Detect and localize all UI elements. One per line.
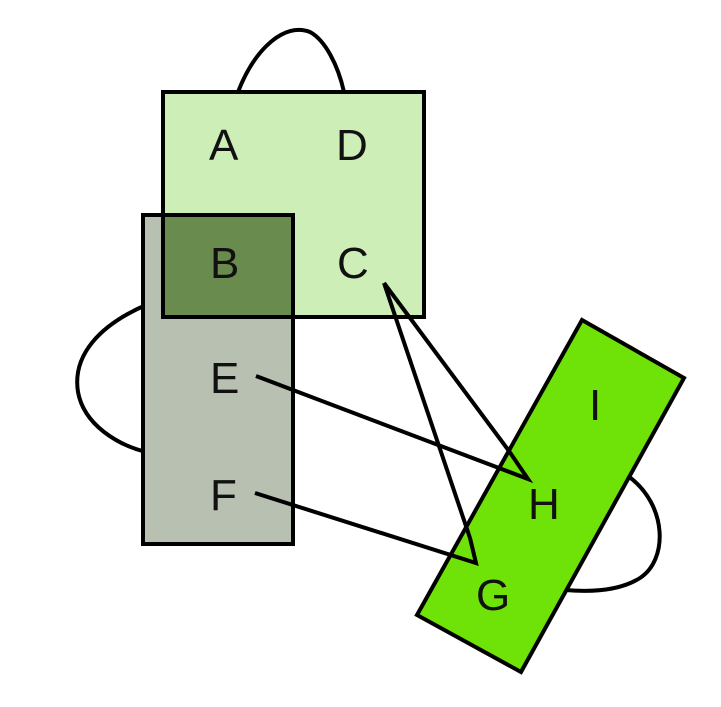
node-label-I: I xyxy=(589,381,601,430)
node-label-E: E xyxy=(210,354,239,403)
node-label-C: C xyxy=(337,239,369,288)
edge-E-H xyxy=(255,374,534,484)
edge-F-G xyxy=(254,491,479,566)
node-label-B: B xyxy=(210,239,239,288)
node-label-A: A xyxy=(209,121,239,170)
edge-C-H xyxy=(382,281,511,453)
node-label-F: F xyxy=(210,471,237,520)
group-right-box xyxy=(414,317,687,675)
node-label-H: H xyxy=(528,480,560,529)
loop-left xyxy=(75,303,147,454)
node-label-G: G xyxy=(476,571,510,620)
group-overlap-box xyxy=(161,213,295,319)
loop-right xyxy=(564,474,662,593)
loop-top xyxy=(236,28,346,93)
edge-C-G xyxy=(382,282,472,539)
node-label-D: D xyxy=(336,121,368,170)
